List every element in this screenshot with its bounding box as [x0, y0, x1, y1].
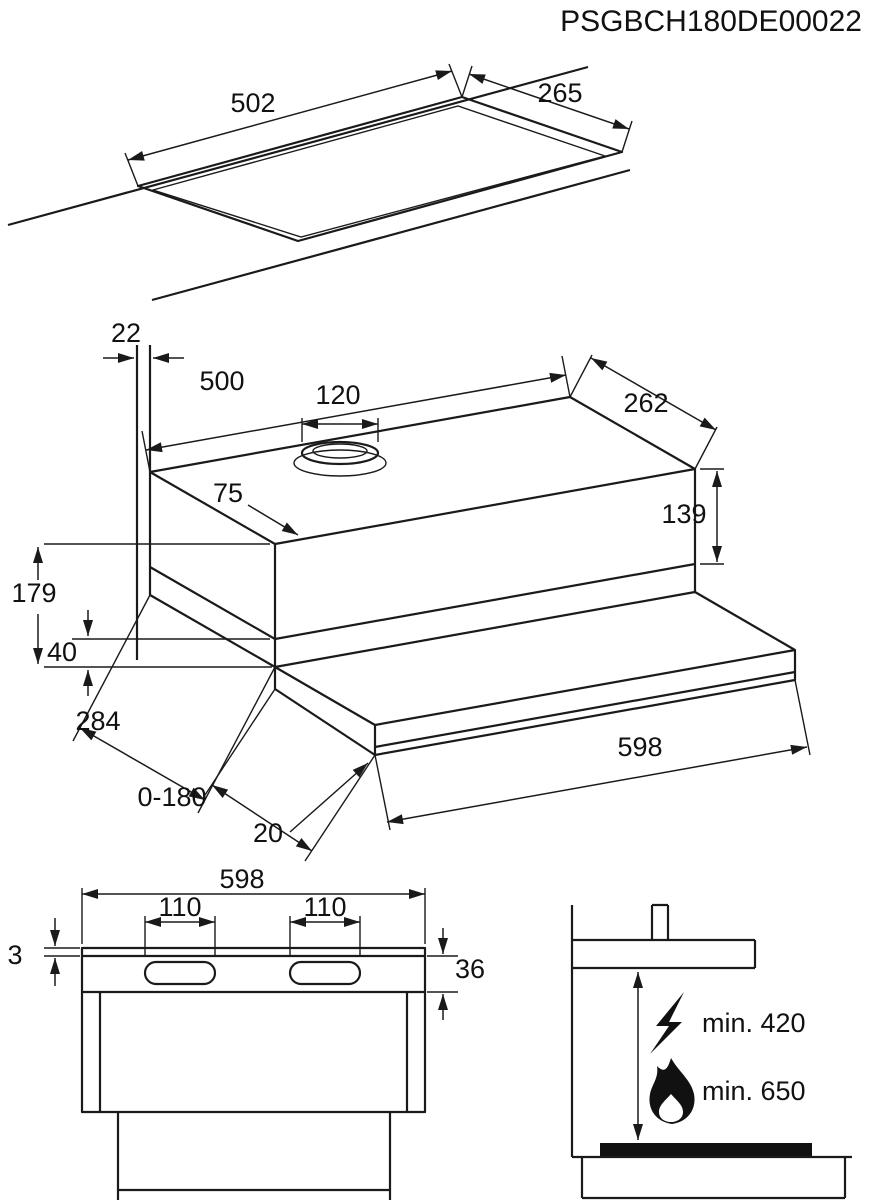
extension-lines-179 [44, 543, 272, 668]
dim-label-top-gap: 3 [7, 940, 22, 970]
install-hood-outline [572, 938, 757, 970]
vent-slot-left [143, 960, 217, 986]
product-code: PSGBCH180DE00022 [560, 5, 862, 38]
label-gas-clearance: min. 650 [702, 1076, 806, 1106]
dim-label-body-height: 139 [661, 499, 706, 529]
dimension-line-pullout [211, 784, 313, 852]
dim-label-right-slot: 110 [303, 892, 346, 922]
extension-lines-265 [461, 65, 633, 153]
leader-arrow-75 [247, 504, 299, 536]
dim-label-front-width: 598 [617, 732, 662, 762]
extension-lines-502 [124, 63, 463, 187]
hood-body-outline [148, 395, 697, 669]
vent-slot-right [288, 960, 362, 986]
top-view-cutout: 502 265 [7, 63, 633, 302]
dim-label-total-height: 179 [11, 578, 56, 608]
dimension-line-598 [386, 744, 808, 825]
extension-lines-pullout [204, 688, 376, 862]
wall-reference-lines [135, 345, 152, 660]
label-electric-clearance: min. 420 [702, 1008, 806, 1038]
extension-lines-598 [374, 679, 811, 831]
dim-label-handle-depth: 20 [253, 818, 283, 848]
chimney-lower-outline [116, 1112, 392, 1200]
leader-arrow-20 [289, 762, 369, 833]
dimension-line-265 [468, 73, 630, 130]
isometric-view: 22 500 120 75 262 139 1 [11, 318, 811, 862]
dim-label-wall-gap: 22 [111, 318, 141, 348]
front-body-outline [80, 946, 427, 1114]
extension-lines-139 [700, 468, 724, 565]
installation-view: min. 420 min. 650 [570, 903, 852, 1200]
dim-label-cutout-width: 502 [230, 88, 275, 118]
flame-inner [659, 1094, 683, 1122]
dim-label-bottom-height: 40 [47, 637, 77, 667]
dimension-line-262 [590, 357, 717, 431]
dim-label-pullout-travel: 0-180 [137, 782, 206, 812]
dim-label-front-view-width: 598 [219, 864, 264, 894]
front-view: 598 110 110 3 36 [7, 864, 485, 1200]
install-duct-stub [650, 903, 670, 940]
dimension-line-500 [145, 372, 567, 453]
dimension-line-502 [127, 70, 453, 161]
cutout-inner-outline [150, 105, 608, 238]
dim-label-band-height: 36 [455, 954, 485, 984]
extension-lines-36 [427, 955, 458, 993]
extension-lines-284 [72, 594, 276, 814]
extension-lines-3 [44, 947, 80, 957]
dim-label-body-width: 500 [199, 366, 244, 396]
dim-label-cutout-depth: 265 [537, 78, 582, 108]
dim-label-duct-to-front: 75 [213, 478, 243, 508]
extension-lines-262 [569, 354, 718, 470]
dim-label-top-depth: 262 [623, 388, 668, 418]
dim-label-left-slot: 110 [158, 892, 201, 922]
dimension-line-284 [79, 727, 206, 801]
dim-label-duct-diameter: 120 [315, 380, 360, 410]
flame-icon [649, 1058, 695, 1124]
visor-outline [273, 591, 797, 757]
lightning-icon [650, 992, 684, 1054]
cooktop-surface [600, 1143, 812, 1156]
extension-lines-front-598 [81, 888, 426, 944]
dim-label-bottom-depth: 284 [75, 706, 120, 736]
counter-cabinet-outline [572, 1155, 852, 1200]
duct-outlet [293, 440, 387, 477]
